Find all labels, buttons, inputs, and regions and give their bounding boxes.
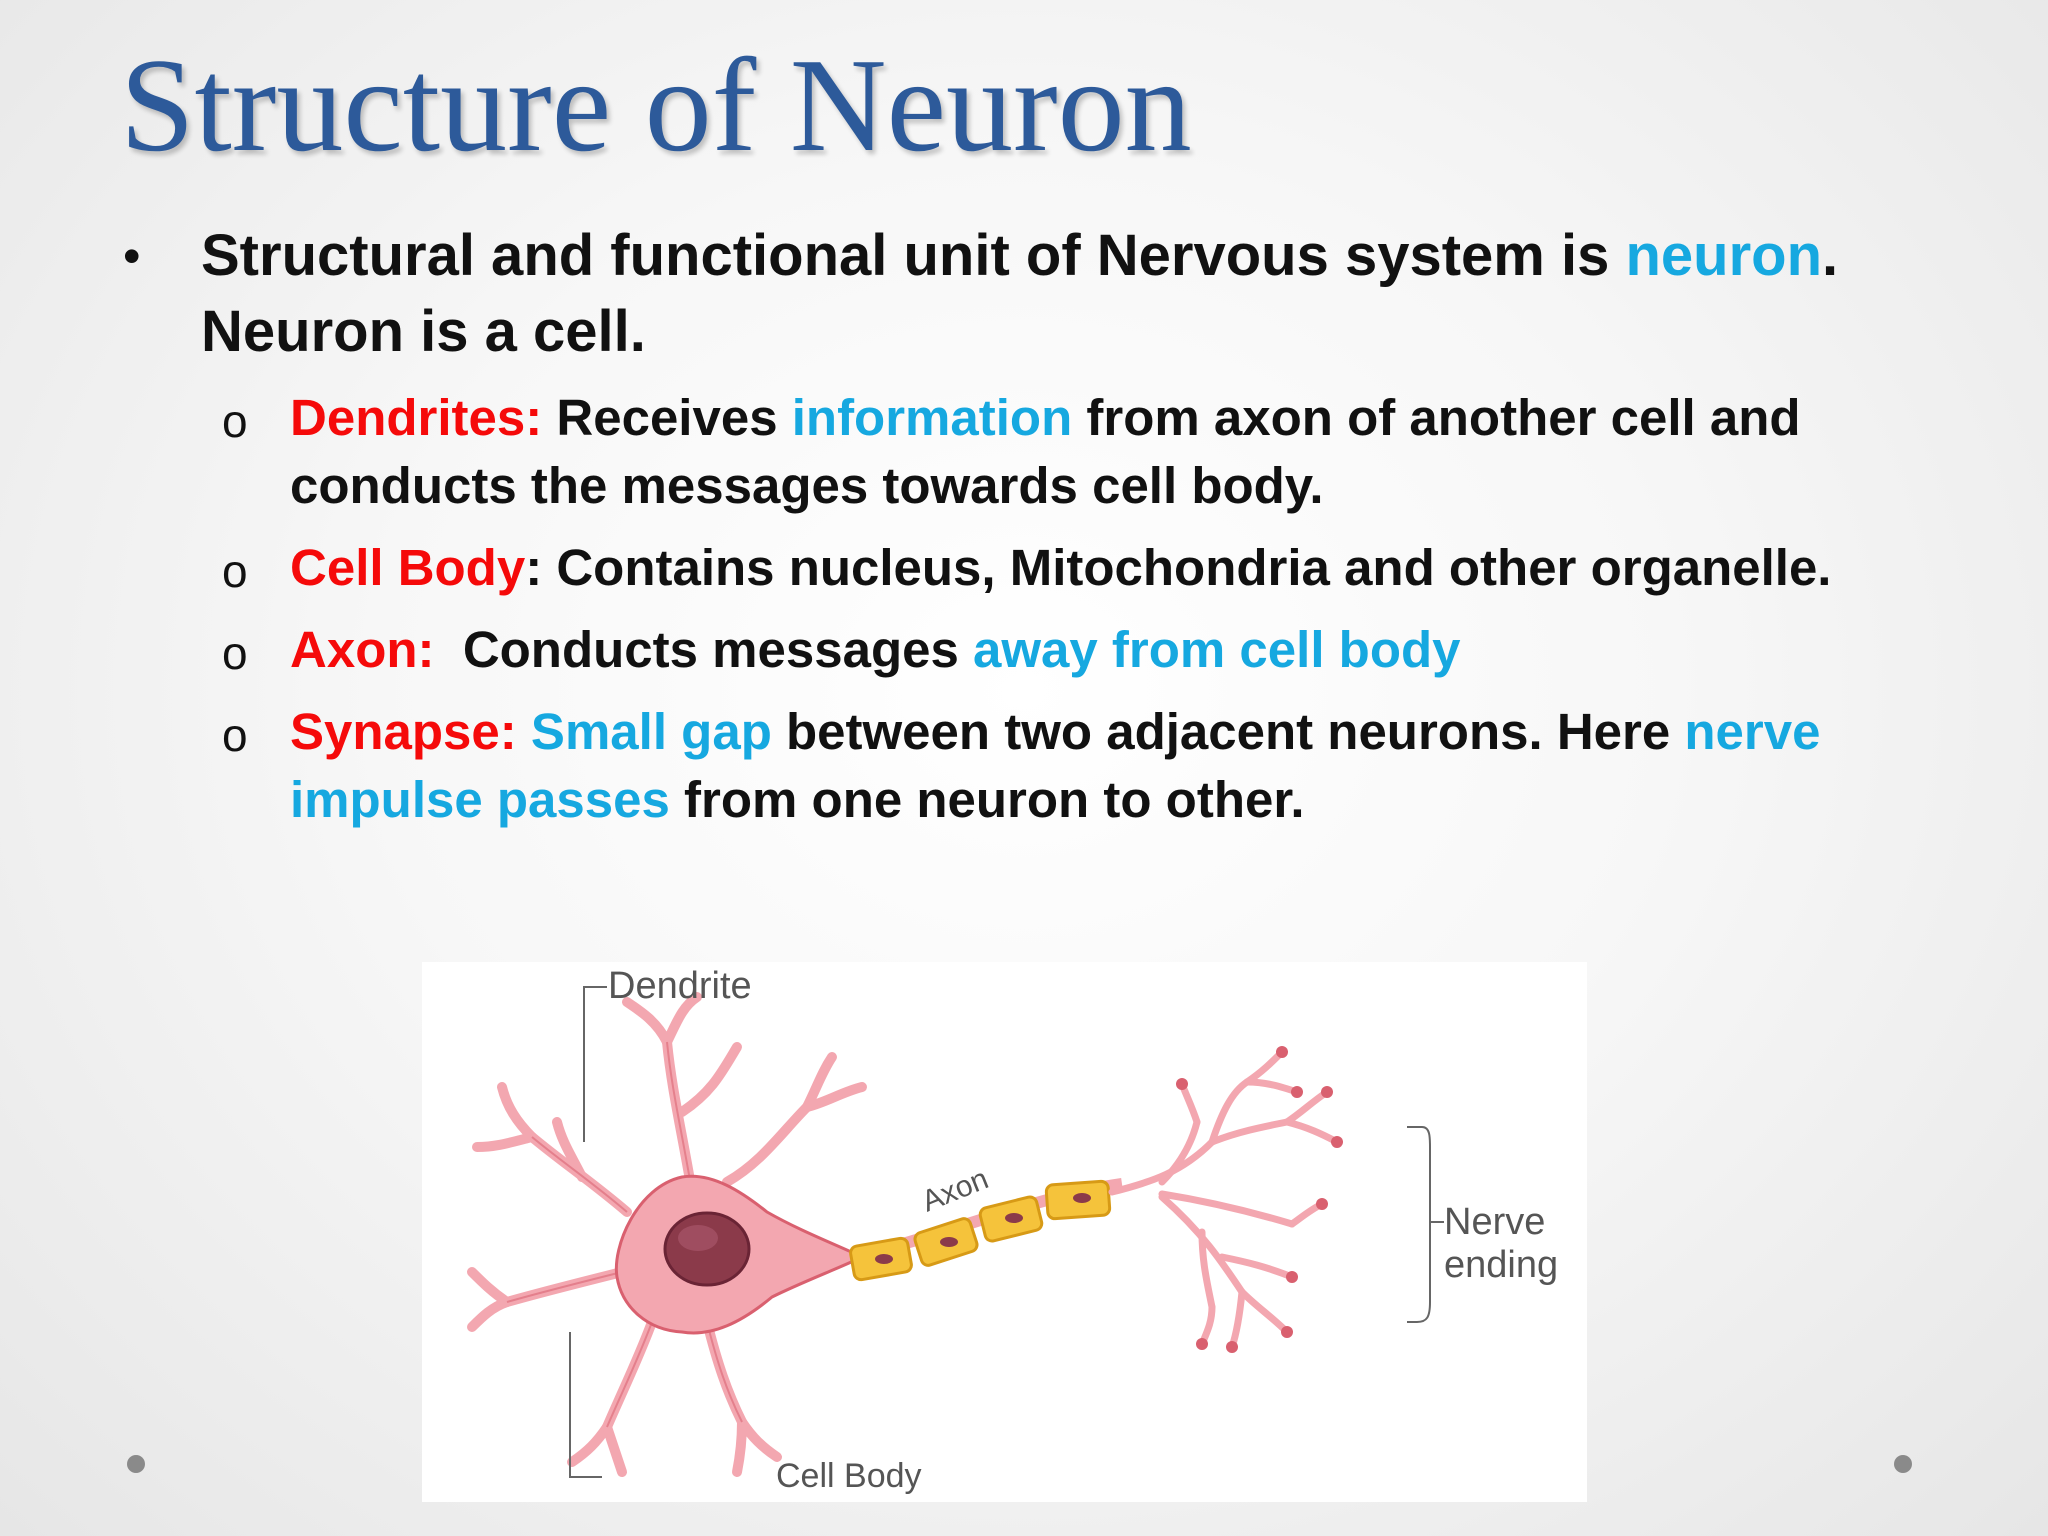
intro-text: Structural and functional unit of Nervou… <box>201 223 1626 288</box>
terminal-buttons <box>1176 1046 1343 1353</box>
terminal-button <box>1331 1136 1343 1148</box>
neuron-illustration: Dendrite Axon Nerve ending Cell Body <box>467 965 1558 1495</box>
dendrites-text: Receives <box>542 389 792 446</box>
list-item-axon: o Axon: Conducts messages away from cell … <box>222 616 1880 684</box>
dendrite-outlines <box>506 1041 743 1428</box>
intro-highlight: neuron <box>1625 223 1823 288</box>
nucleus-highlight <box>678 1225 718 1251</box>
terminal-button <box>1321 1086 1333 1098</box>
list-item-cell-body: o Cell Body: Contains nucleus, Mitochondr… <box>222 534 1880 602</box>
term-axon: Axon: <box>290 621 435 678</box>
sub-bullet-list: o Dendrites: Receives information from ax… <box>120 384 1880 834</box>
term-dendrites: Dendrites: <box>290 389 543 446</box>
slide-title: Structure of Neuron <box>120 31 1192 179</box>
cell-body-leader <box>569 1332 602 1478</box>
terminal-button <box>1196 1338 1208 1350</box>
synapse-text: between two adjacent neurons. Here <box>771 703 1685 760</box>
label-dendrite: Dendrite <box>608 965 752 1007</box>
axon-terminals <box>1108 1048 1341 1351</box>
terminal-button <box>1176 1078 1188 1090</box>
slide-content: • Structural and functional unit of Nerv… <box>120 218 1880 848</box>
label-cell-body: Cell Body <box>776 1457 922 1495</box>
terminal-button <box>1286 1271 1298 1283</box>
list-item-synapse: o Synapse: Small gap between two adjacent… <box>222 698 1880 834</box>
schwann-nucleus <box>875 1254 893 1264</box>
term-synapse: Synapse: <box>290 703 517 760</box>
label-ending: ending <box>1444 1244 1558 1286</box>
cell-body-text: : Contains nucleus, Mitochondria and oth… <box>525 539 1832 596</box>
main-bullet: • Structural and functional unit of Nerv… <box>120 218 1880 370</box>
sub-bullet-marker: o <box>222 627 248 679</box>
label-nerve: Nerve <box>1444 1201 1545 1243</box>
sub-bullet-marker: o <box>222 709 248 761</box>
slide-decoration-dot <box>127 1455 145 1473</box>
axon-text: Conducts messages <box>434 621 973 678</box>
leader-lines <box>569 986 1444 1478</box>
sub-bullet-marker: o <box>222 545 248 597</box>
slide-decoration-dot <box>1894 1455 1912 1473</box>
terminal-button <box>1276 1046 1288 1058</box>
synapse-highlight-impulse: nerve impulse passes <box>290 703 1821 828</box>
schwann-nucleus <box>1005 1213 1023 1223</box>
myelin-sheath <box>849 1179 1112 1282</box>
main-bullet-text: Structural and functional unit of Nervou… <box>201 218 1880 370</box>
list-item-dendrites: o Dendrites: Receives information from ax… <box>222 384 1880 520</box>
terminal-button <box>1226 1341 1238 1353</box>
dendrites-highlight: information <box>791 389 1073 446</box>
synapse-text-end: from one neuron to other. <box>669 771 1305 828</box>
term-cell-body: Cell Body <box>290 539 526 596</box>
dendrites-text-end: from axon of another cell and conducts t… <box>290 389 1801 514</box>
schwann-nucleus <box>940 1237 958 1247</box>
schwann-nucleus <box>1073 1193 1091 1203</box>
axon-highlight: away from cell body <box>973 621 1461 678</box>
sub-bullet-marker: o <box>222 395 248 447</box>
terminal-button <box>1316 1198 1328 1210</box>
terminal-button <box>1281 1326 1293 1338</box>
intro-text-end: . Neuron is a cell. <box>201 223 1839 364</box>
bullet-marker: • <box>123 228 141 284</box>
nerve-ending-bracket <box>1407 1126 1444 1323</box>
terminal-button <box>1291 1086 1303 1098</box>
neuron-diagram: Dendrite Axon Nerve ending Cell Body <box>422 962 1587 1502</box>
dendrite-leader <box>583 986 607 1142</box>
synapse-highlight-gap: Small gap <box>516 703 772 760</box>
